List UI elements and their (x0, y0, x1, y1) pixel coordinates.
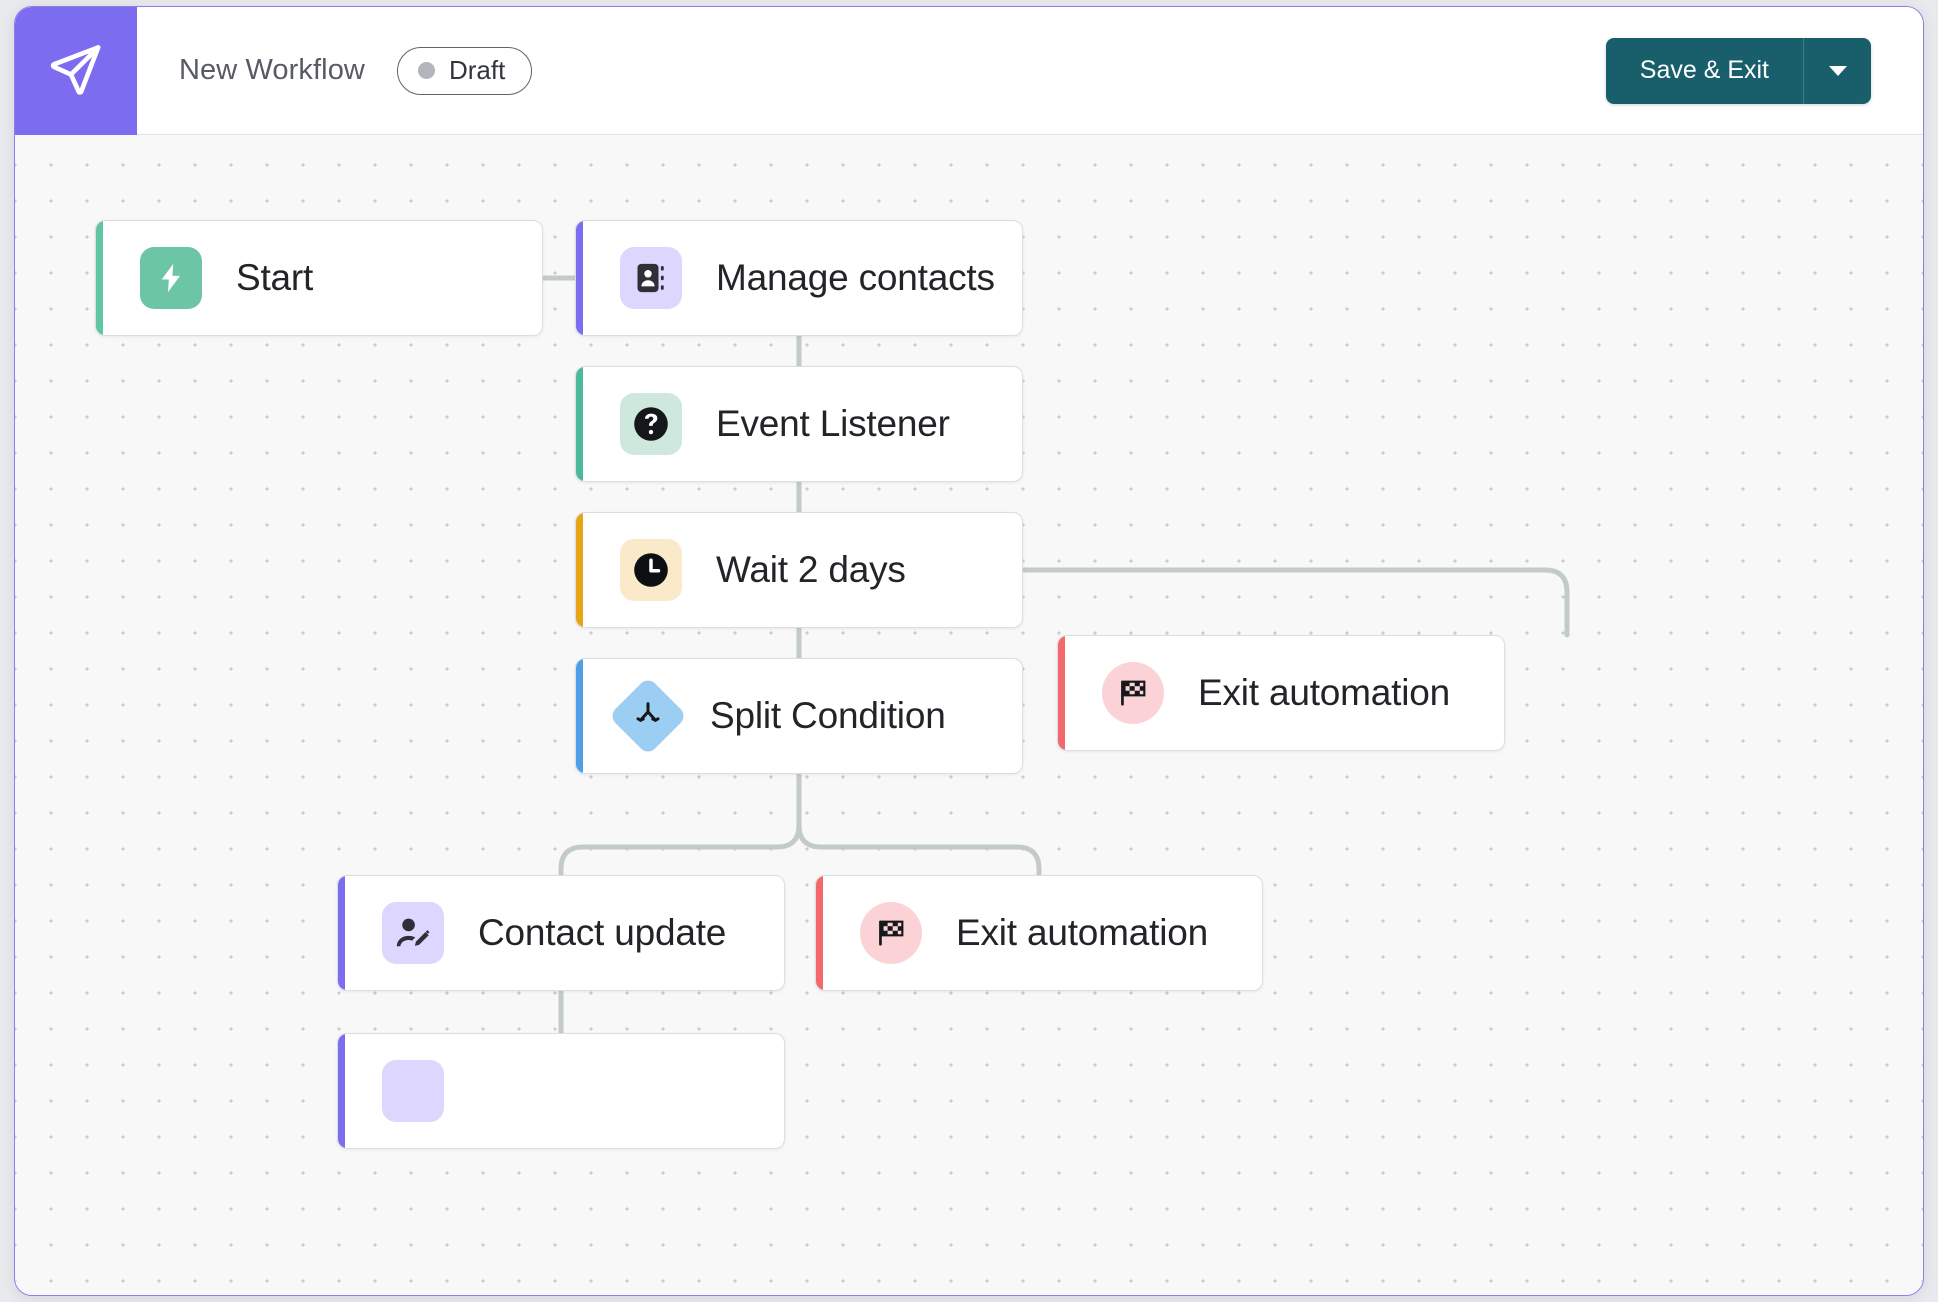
node-accent-bar (338, 1034, 345, 1148)
chevron-down-icon (1828, 65, 1847, 76)
workflow-node-exit-automation-bottom[interactable]: Exit automation (815, 875, 1263, 991)
app-header: New Workflow Draft Save & Exit (15, 7, 1923, 135)
page-title: New Workflow (179, 54, 365, 86)
workflow-node-split-condition[interactable]: Split Condition (575, 658, 1023, 774)
workflow-canvas[interactable]: Start Manage contacts (15, 135, 1923, 1295)
header-actions: Save & Exit (1605, 37, 1871, 104)
workflow-node-next-partial[interactable] (337, 1033, 785, 1149)
checkered-flag-icon (1102, 662, 1164, 724)
workflow-node-label: Wait 2 days (716, 549, 906, 590)
node-accent-bar (96, 221, 103, 335)
save-and-exit-button[interactable]: Save & Exit (1605, 37, 1803, 104)
status-badge[interactable]: Draft (396, 46, 533, 95)
lightning-bolt-icon (140, 247, 202, 309)
workflow-node-label: Split Condition (710, 695, 946, 736)
workflow-node-wait[interactable]: Wait 2 days (575, 512, 1023, 628)
node-accent-bar (576, 513, 583, 627)
workflow-node-start[interactable]: Start (95, 220, 543, 336)
workflow-node-label: Exit automation (1198, 672, 1451, 713)
workflow-node-manage-contacts[interactable]: Manage contacts (575, 220, 1023, 336)
clock-icon (620, 539, 682, 601)
node-accent-bar (576, 221, 583, 335)
node-accent-bar (576, 659, 583, 773)
paper-plane-icon (48, 40, 104, 101)
checkered-flag-icon (860, 902, 922, 964)
workflow-node-label: Exit automation (956, 912, 1209, 953)
app-logo[interactable] (15, 7, 137, 135)
node-accent-bar (338, 876, 345, 990)
status-dot-icon (417, 62, 435, 79)
workflow-node-label: Manage contacts (716, 257, 995, 298)
question-mark-circle-icon (620, 393, 682, 455)
contact-edit-icon (382, 1060, 444, 1122)
status-badge-label: Draft (448, 55, 506, 85)
node-accent-bar (576, 367, 583, 481)
workflow-node-label: Start (236, 257, 314, 298)
node-accent-bar (1058, 636, 1065, 750)
workflow-node-exit-automation-right[interactable]: Exit automation (1057, 635, 1505, 751)
contact-card-icon (620, 247, 682, 309)
workflow-node-contact-update[interactable]: Contact update (337, 875, 785, 991)
workflow-node-label: Event Listener (716, 403, 950, 444)
save-options-dropdown-button[interactable] (1803, 37, 1871, 104)
app-window: New Workflow Draft Save & Exit (14, 6, 1924, 1296)
contact-edit-icon (382, 902, 444, 964)
workflow-node-label: Contact update (478, 912, 727, 953)
workflow-connectors (540, 275, 1570, 1036)
branch-split-icon (608, 676, 688, 756)
workflow-node-event-listener[interactable]: Event Listener (575, 366, 1023, 482)
node-accent-bar (816, 876, 823, 990)
